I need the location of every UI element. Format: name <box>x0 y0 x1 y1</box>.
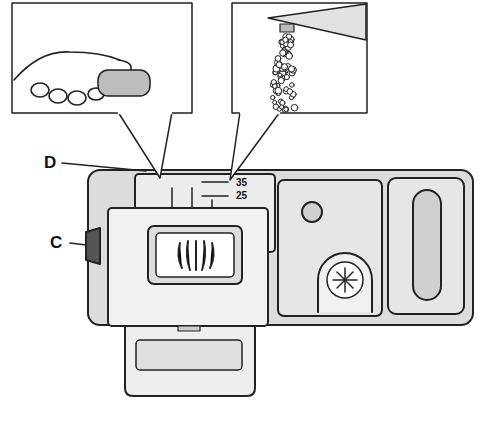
flap <box>125 326 255 396</box>
part-letter: C <box>50 234 62 251</box>
leader-line <box>70 243 86 245</box>
powder <box>270 34 298 113</box>
level-mark: 25 <box>236 191 247 201</box>
indicator <box>302 202 322 222</box>
latch <box>86 228 100 264</box>
housing <box>88 170 473 325</box>
powder-packet <box>268 4 366 40</box>
callout-bubble <box>12 3 192 113</box>
side-compartment <box>388 178 464 314</box>
leader-line <box>62 163 146 171</box>
lid <box>108 208 268 326</box>
tablet <box>98 70 150 96</box>
rinse-aid-compartment <box>278 180 382 316</box>
part-letter: D <box>44 154 56 171</box>
level-mark: 35 <box>236 178 247 188</box>
lid-window <box>148 226 242 284</box>
callout-bubble <box>232 3 367 113</box>
level-window <box>413 190 441 300</box>
rinse-aid-cap <box>318 253 372 312</box>
